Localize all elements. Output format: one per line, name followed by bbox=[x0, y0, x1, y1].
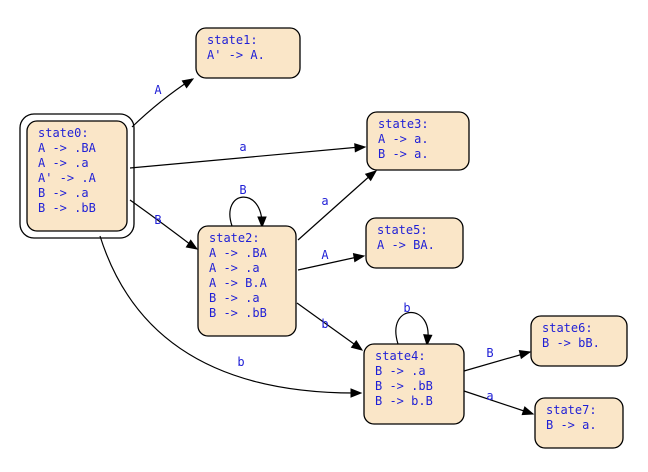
state4-item: B -> .a bbox=[375, 364, 426, 378]
state0-node: state0:A -> .BAA -> .aA' -> .AB -> .aB -… bbox=[19, 113, 135, 239]
edge-state4-to-state7-line bbox=[463, 390, 534, 415]
edge-state4-to-state6-line bbox=[463, 351, 531, 372]
state0-item: A -> .BA bbox=[38, 141, 97, 155]
state1-title: state1: bbox=[207, 33, 258, 47]
edge-state0-to-state1-arrowhead bbox=[181, 78, 195, 89]
edge-state0-to-state1: A bbox=[131, 78, 195, 128]
edge-state0-to-state4-line bbox=[99, 235, 361, 394]
states-layer: state0:A -> .BAA -> .aA' -> .AB -> .aB -… bbox=[19, 27, 628, 449]
state5-title: state5: bbox=[377, 223, 428, 237]
edge-state4-to-state7-label: a bbox=[486, 389, 493, 403]
state4-node: state4:B -> .aB -> .bBB -> b.B bbox=[363, 343, 465, 425]
edge-state2-to-state2-label: B bbox=[239, 183, 246, 197]
edge-state0-to-state4: b bbox=[99, 235, 363, 398]
state3-box bbox=[366, 111, 470, 171]
state7-node: state7:B -> a. bbox=[534, 397, 624, 449]
edge-state4-to-state4: b bbox=[395, 301, 433, 347]
state3-node: state3:A -> a.B -> a. bbox=[366, 111, 470, 171]
state5-node: state5:A -> BA. bbox=[365, 217, 464, 269]
state2-item: A -> .BA bbox=[209, 246, 268, 260]
state6-box bbox=[530, 315, 628, 367]
edge-state2-to-state3-label: a bbox=[321, 194, 328, 208]
state2-node: state2:A -> .BAA -> .aA -> B.AB -> .aB -… bbox=[197, 225, 297, 337]
edge-state2-to-state5-label: A bbox=[321, 248, 329, 262]
state7-item: B -> a. bbox=[546, 418, 597, 432]
state0-item: B -> .bB bbox=[38, 201, 96, 215]
state7-box bbox=[534, 397, 624, 449]
edge-state0-to-state4-label: b bbox=[237, 355, 244, 369]
edge-state2-to-state3-arrowhead bbox=[364, 170, 378, 182]
state3-title: state3: bbox=[378, 117, 429, 131]
state0-item: A' -> .A bbox=[38, 171, 97, 185]
state1-node: state1:A' -> A. bbox=[195, 27, 301, 79]
state4-box bbox=[363, 343, 465, 425]
edge-state2-to-state3: a bbox=[297, 170, 378, 241]
edge-state4-to-state7: a bbox=[463, 389, 535, 416]
edge-state2-to-state4-label: b bbox=[321, 317, 328, 331]
edge-state0-to-state2: B bbox=[129, 199, 199, 250]
edge-state4-to-state4-label: b bbox=[403, 301, 410, 315]
state2-item: A -> B.A bbox=[209, 276, 268, 290]
state3-item: B -> a. bbox=[378, 147, 429, 161]
state4-item: B -> .bB bbox=[375, 379, 433, 393]
state6-node: state6:B -> bB. bbox=[530, 315, 628, 367]
edge-state2-to-state5-line bbox=[297, 255, 363, 271]
edge-state2-to-state4: b bbox=[296, 302, 364, 351]
edge-state2-to-state2-arrowhead bbox=[257, 216, 267, 229]
edge-state2-to-state3-line bbox=[297, 173, 373, 241]
state4-title: state4: bbox=[375, 349, 426, 363]
state5-item: A -> BA. bbox=[377, 238, 435, 252]
state0-outer-border bbox=[19, 113, 135, 239]
state2-item: B -> .a bbox=[209, 291, 260, 305]
edge-state2-to-state4-arrowhead bbox=[350, 339, 364, 351]
edge-state4-to-state6: B bbox=[463, 346, 532, 372]
edge-state0-to-state1-line bbox=[131, 78, 193, 128]
state2-title: state2: bbox=[209, 231, 260, 245]
state5-box bbox=[365, 217, 464, 269]
edge-state0-to-state2-label: B bbox=[154, 213, 161, 227]
edge-state2-to-state5: A bbox=[297, 248, 366, 271]
edge-state4-to-state6-label: B bbox=[486, 346, 493, 360]
edge-state4-to-state4-arrowhead bbox=[423, 334, 433, 347]
state7-title: state7: bbox=[546, 403, 597, 417]
state6-item: B -> bB. bbox=[542, 336, 600, 350]
edge-state4-to-state7-arrowhead bbox=[521, 406, 535, 416]
state1-box bbox=[195, 27, 301, 79]
edge-state2-to-state2-line bbox=[229, 196, 263, 227]
state0-item: B -> .a bbox=[38, 186, 89, 200]
state3-item: A -> a. bbox=[378, 132, 429, 146]
state4-item: B -> b.B bbox=[375, 394, 433, 408]
edge-state4-to-state4-line bbox=[395, 311, 429, 345]
state2-item: B -> .bB bbox=[209, 306, 267, 320]
edge-state0-to-state2-arrowhead bbox=[185, 239, 199, 250]
edge-state0-to-state3-arrowhead bbox=[354, 143, 367, 153]
state0-box bbox=[26, 120, 128, 232]
state2-item: A -> .a bbox=[209, 261, 260, 275]
state2-box bbox=[197, 225, 297, 337]
edge-state0-to-state4-arrowhead bbox=[350, 388, 363, 398]
edge-state0-to-state1-label: A bbox=[154, 83, 162, 97]
edge-state4-to-state6-arrowhead bbox=[518, 349, 532, 360]
state6-title: state6: bbox=[542, 321, 593, 335]
edge-state2-to-state5-arrowhead bbox=[352, 253, 366, 263]
state1-item: A' -> A. bbox=[207, 48, 265, 62]
edge-state0-to-state3-line bbox=[129, 146, 361, 169]
state0-item: A -> .a bbox=[38, 156, 89, 170]
edge-state0-to-state3: a bbox=[129, 140, 367, 169]
edge-state0-to-state2-line bbox=[129, 199, 196, 249]
edge-state0-to-state3-label: a bbox=[239, 140, 246, 154]
edge-state2-to-state2: B bbox=[229, 183, 267, 229]
state0-title: state0: bbox=[38, 126, 89, 140]
edge-state2-to-state4-line bbox=[296, 302, 362, 350]
